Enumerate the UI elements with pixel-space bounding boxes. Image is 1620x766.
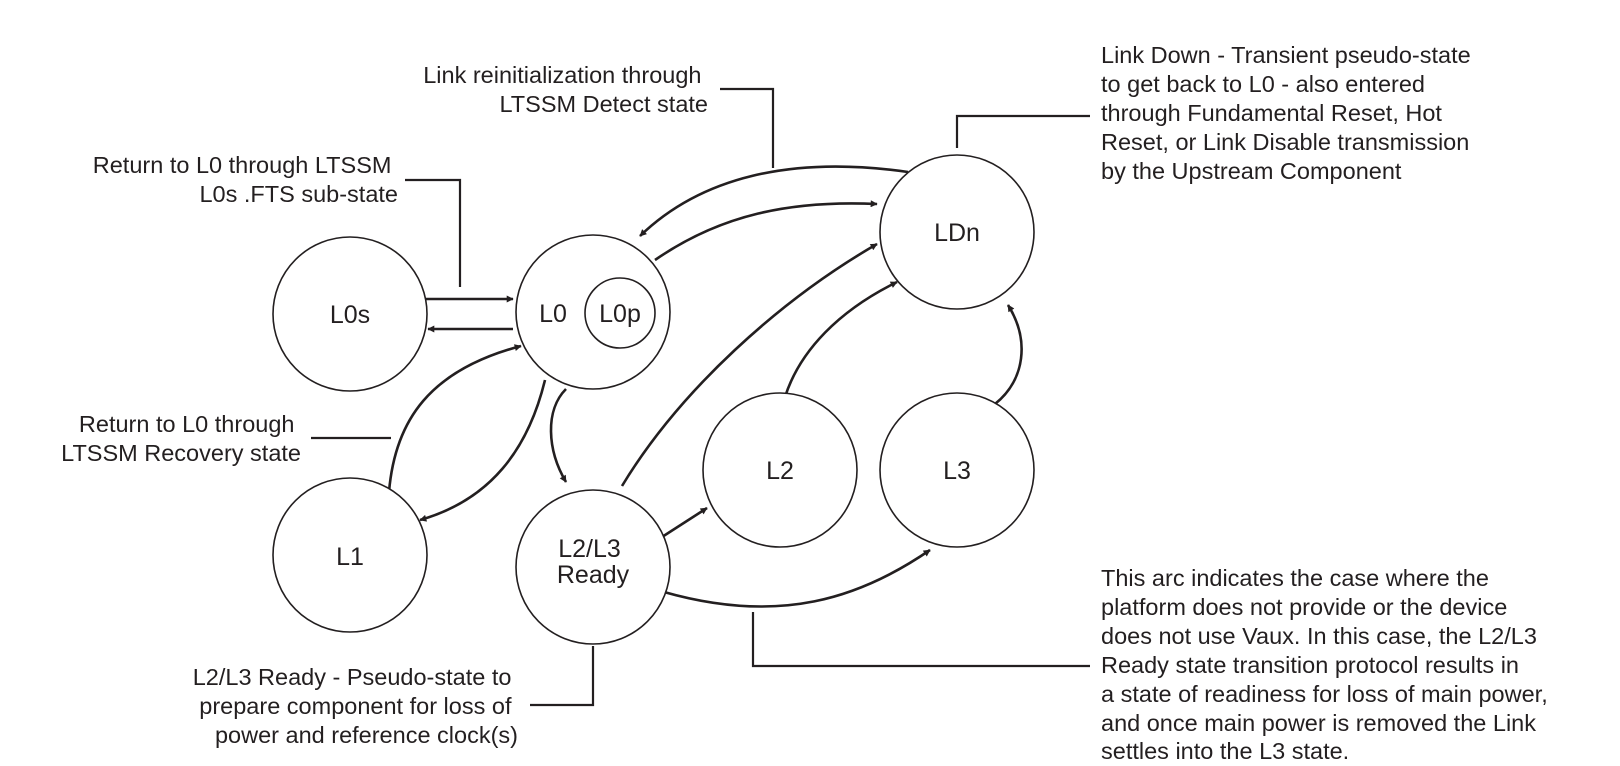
state-l0-label: L0 — [539, 300, 567, 328]
annotation-l2l3-ready-line: power and reference clock(s) — [215, 722, 518, 748]
state-l1-label: L1 — [336, 543, 364, 571]
state-ldn — [879, 154, 1035, 310]
annotation-vaux-arc-line: Ready state transition protocol results … — [1101, 652, 1519, 678]
state-l2l3-ready — [515, 489, 671, 645]
annotation-l2l3-ready-line: L2/L3 Ready - Pseudo-state to — [193, 664, 512, 690]
state-l0s-label: L0s — [330, 301, 370, 329]
state-l2l3-ready-line-1: L2/L3 — [558, 535, 621, 563]
state-circles — [272, 154, 1035, 645]
annotation-leaders — [311, 87, 1090, 707]
annotation-vaux-arc-line: This arc indicates the case where the — [1101, 565, 1489, 591]
annotation-link-down-line: through Fundamental Reset, Hot — [1101, 100, 1442, 126]
leader-return-l0s — [405, 178, 462, 287]
annotation-link-down: Link Down - Transient pseudo-state to ge… — [1101, 42, 1477, 184]
annotation-return-recovery-line: LTSSM Recovery state — [61, 440, 301, 466]
annotation-return-recovery: Return to L0 through LTSSM Recovery stat… — [61, 411, 301, 466]
state-l3 — [879, 392, 1035, 548]
arc-l1-to-l0 — [387, 344, 522, 493]
arc-l0-to-l1 — [419, 379, 547, 522]
annotation-vaux-arc-line: and once main power is removed the Link — [1101, 710, 1536, 736]
annotation-l2l3-ready: L2/L3 Ready - Pseudo-state to prepare co… — [193, 664, 518, 748]
annotation-vaux-arc-line: settles into the L3 state. — [1101, 738, 1349, 764]
transition-arcs — [387, 165, 1023, 608]
annotation-vaux-arc-line: a state of readiness for loss of main po… — [1101, 681, 1548, 707]
annotation-link-down-line: Link Down - Transient pseudo-state — [1101, 42, 1471, 68]
state-l0p-label: L0p — [599, 300, 641, 328]
annotation-texts: Link reinitialization through LTSSM Dete… — [61, 42, 1554, 764]
annotation-vaux-arc-line: platform does not provide or the device — [1101, 594, 1507, 620]
annotation-vaux-arc-line: does not use Vaux. In this case, the L2/… — [1101, 623, 1537, 649]
arc-ldn-to-l0 — [639, 165, 909, 237]
annotation-return-l0s-line: Return to L0 through LTSSM — [93, 152, 392, 178]
state-l0s — [272, 236, 428, 392]
arc-l2l3-ready-to-l2 — [661, 506, 708, 539]
arc-l2l3-ready-to-l3-vaux — [663, 548, 931, 608]
leader-l2l3-ready — [530, 646, 595, 707]
annotation-link-reinit-line: Link reinitialization through — [423, 62, 701, 88]
state-l0p — [584, 277, 656, 349]
annotation-return-l0s: Return to L0 through LTSSM L0s .FTS sub-… — [93, 152, 398, 207]
arc-l2-to-ldn — [783, 280, 898, 398]
state-l1 — [272, 477, 428, 633]
state-ldn-label: LDn — [934, 219, 980, 247]
leader-link-reinit — [720, 87, 775, 168]
annotation-link-down-line: by the Upstream Component — [1101, 158, 1402, 184]
state-l2-label: L2 — [766, 457, 794, 485]
leader-vaux-arc — [751, 612, 1090, 668]
annotation-vaux-arc: This arc indicates the case where the pl… — [1101, 565, 1554, 764]
state-l2 — [702, 392, 858, 548]
annotation-link-reinit: Link reinitialization through LTSSM Dete… — [423, 62, 708, 117]
annotation-link-down-line: Reset, or Link Disable transmission — [1101, 129, 1469, 155]
state-l3-label: L3 — [943, 457, 971, 485]
annotation-return-recovery-line: Return to L0 through — [79, 411, 295, 437]
state-l2l3-ready-line-2: Ready — [557, 561, 630, 589]
arc-l3-to-ldn — [994, 304, 1023, 406]
arc-l0-to-ldn — [654, 200, 878, 262]
state-l2l3-ready-label: L2/L3 Ready — [557, 535, 630, 589]
annotation-link-down-line: to get back to L0 - also entered — [1101, 71, 1425, 97]
annotation-link-reinit-line: LTSSM Detect state — [499, 91, 708, 117]
annotation-l2l3-ready-line: prepare component for loss of — [199, 693, 512, 719]
state-labels: L0s L0 L0p LDn L1 L2 L3 L2/L3 Ready — [330, 219, 980, 589]
annotation-return-l0s-line: L0s .FTS sub-state — [199, 181, 398, 207]
arc-l0-to-l2l3-ready — [549, 388, 568, 483]
leader-link-down — [955, 114, 1090, 148]
arc-l2l3-ready-to-ldn — [620, 242, 878, 487]
